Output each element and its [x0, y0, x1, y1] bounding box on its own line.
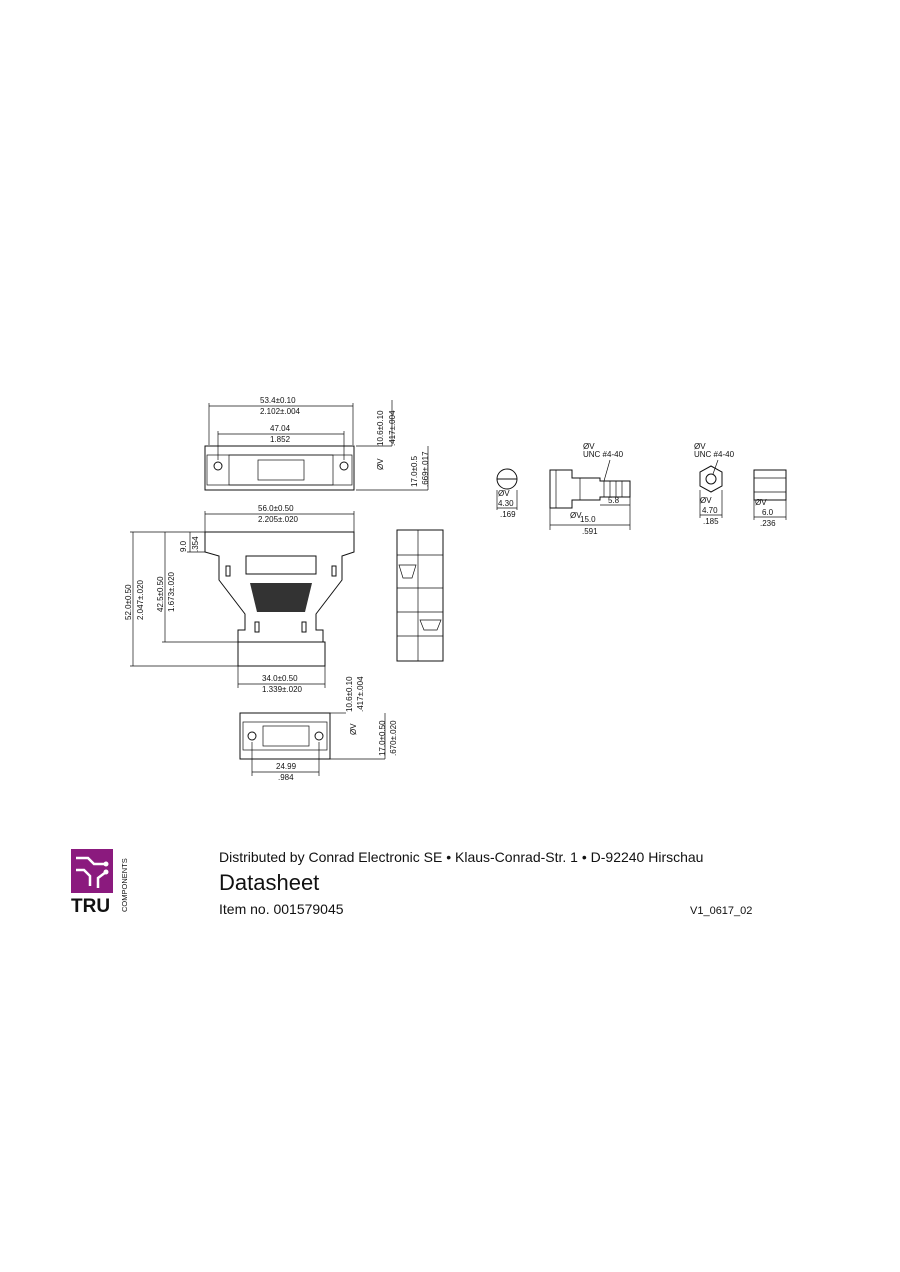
screw-thread: UNC #4-40 — [583, 450, 624, 459]
screw-len-mark: ØV — [570, 511, 582, 520]
nut-thick-mark: ØV — [755, 498, 767, 507]
screw-head-in: .169 — [500, 510, 516, 519]
screw-len-in: .591 — [582, 527, 598, 536]
top-width-in: 2.102±.004 — [260, 407, 301, 416]
bottom-height-mm: 10.6±0.10 — [345, 676, 354, 712]
item-number: Item no. 001579045 — [219, 901, 344, 917]
logo-text: TRU — [71, 896, 110, 914]
nut-thread-mark: ØV — [694, 442, 706, 451]
nut-drawing: ØV UNC #4-40 ØV 4.70 .185 ØV 6.0 .236 — [694, 442, 787, 528]
screw-len-mm: 15.0 — [580, 515, 596, 524]
bottom-holes-mm: 24.99 — [276, 762, 297, 771]
top-view: 53.4±0.10 2.102±.004 47.04 1.852 ØV 10.6… — [204, 396, 430, 491]
front-view: 56.0±0.50 2.205±.020 52.0±0.50 2.047±.02… — [124, 504, 355, 694]
top-width-mm: 53.4±0.10 — [260, 396, 296, 405]
bottom-view: ØV 10.6±0.10 .417±.004 17.0±0.50 .670±.0… — [239, 676, 398, 782]
nut-width-mark: ØV — [700, 496, 712, 505]
version-label: V1_0617_02 — [690, 905, 753, 917]
front-width-mm: 56.0±0.50 — [258, 504, 294, 513]
screw-thread-mark: ØV — [583, 442, 595, 451]
front-offset-in: .354 — [191, 536, 200, 552]
front-total-in: 2.047±.020 — [136, 579, 145, 620]
front-offset-mm: 9.0 — [179, 540, 188, 552]
logo-subtext: COMPONENTS — [120, 858, 129, 912]
top-height-in: .417±.004 — [388, 410, 397, 446]
side-view — [396, 529, 444, 662]
bottom-depth-mm: 17.0±0.50 — [378, 720, 387, 756]
document-title: Datasheet — [219, 870, 320, 895]
top-depth-in: .669±.017 — [421, 451, 430, 487]
distributor-line: Distributed by Conrad Electronic SE • Kl… — [219, 849, 704, 865]
front-body-mm: 42.5±0.50 — [156, 576, 165, 612]
front-width-in: 2.205±.020 — [258, 515, 299, 524]
nut-thick-mm: 6.0 — [762, 508, 774, 517]
nut-width-in: .185 — [703, 517, 719, 526]
top-holes-mm: 47.04 — [270, 424, 291, 433]
nut-thread: UNC #4-40 — [694, 450, 735, 459]
bottom-holes-in: .984 — [278, 773, 294, 782]
top-holes-in: 1.852 — [270, 435, 291, 444]
top-mark: ØV — [376, 458, 385, 470]
technical-drawing: 53.4±0.10 2.102±.004 47.04 1.852 ØV 10.6… — [124, 396, 787, 782]
front-total-mm: 52.0±0.50 — [124, 584, 133, 620]
nut-width-mm: 4.70 — [702, 506, 718, 515]
nut-thick-in: .236 — [760, 519, 776, 528]
top-depth-mm: 17.0±0.5 — [410, 455, 419, 487]
front-bottom-mm: 34.0±0.50 — [262, 674, 298, 683]
screw-thread-len: 5.8 — [608, 496, 620, 505]
bottom-depth-in: .670±.020 — [389, 720, 398, 756]
front-bottom-in: 1.339±.020 — [262, 685, 303, 694]
bottom-height-in: .417±.004 — [356, 676, 365, 712]
tru-components-logo: TRU COMPONENTS — [71, 849, 129, 914]
bottom-mark: ØV — [349, 723, 358, 735]
screw-head-mark: ØV — [498, 489, 510, 498]
screw-drawing: ØV 4.30 .169 ØV UNC #4-40 5.8 ØV 15.0 .5… — [496, 442, 631, 536]
screw-head-mm: 4.30 — [498, 499, 514, 508]
top-height-mm: 10.6±0.10 — [376, 410, 385, 446]
front-body-in: 1.673±.020 — [167, 571, 176, 612]
